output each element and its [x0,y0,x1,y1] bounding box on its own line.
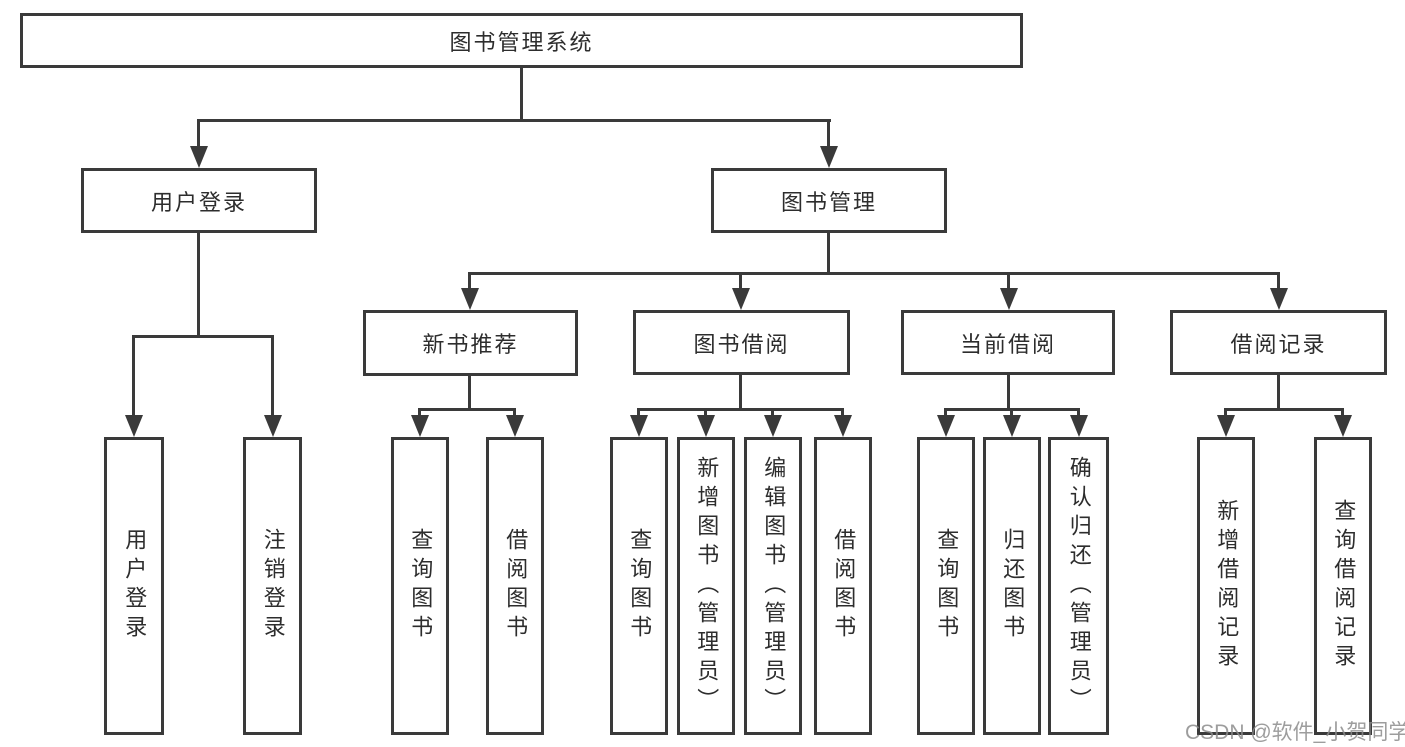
connector-line [520,68,523,121]
node-label: 查询图书 [627,528,653,644]
connector-line [704,408,707,418]
connector-line [197,119,831,122]
node-label: 图书管理 [780,189,877,215]
connector-line [468,272,471,294]
connector-line [418,408,516,411]
arrow-down-icon [937,415,955,437]
node-user-login: 用户登录 [81,168,317,233]
node-book-borrow: 图书借阅 [633,310,850,375]
arrow-down-icon [411,415,429,437]
leaf-add-borrow-record: 新增借阅记录 [1197,437,1255,735]
node-label: 查询图书 [408,528,434,644]
node-label: 查询借阅记录 [1331,499,1357,673]
connector-line [1007,272,1010,294]
node-label: 归还图书 [1000,528,1026,644]
node-new-book-recommend: 新书推荐 [363,310,578,376]
node-label: 新书推荐 [422,332,519,357]
connector-line [132,335,135,419]
connector-line [197,119,200,151]
connector-line [513,408,516,418]
connector-line [827,233,830,275]
node-label: 新增图书（管理员） [694,455,720,717]
node-borrow-records: 借阅记录 [1170,310,1387,375]
arrow-down-icon [190,146,208,168]
connector-line [1077,408,1080,418]
connector-line [418,408,421,418]
arrow-down-icon [820,146,838,168]
arrow-down-icon [264,415,282,437]
node-label: 图书管理系统 [449,29,594,55]
leaf-add-books-admin: 新增图书（管理员） [677,437,735,735]
node-label: 查询图书 [934,528,960,644]
arrow-down-icon [125,415,143,437]
arrow-down-icon [697,415,715,437]
watermark: CSDN @软件_小贺同学 [1185,721,1405,744]
arrow-down-icon [732,288,750,310]
connector-line [739,375,742,411]
node-current-borrow: 当前借阅 [901,310,1115,375]
leaf-borrow-books-recommend: 借阅图书 [486,437,544,735]
node-label: 图书借阅 [693,331,790,357]
arrow-down-icon [1270,288,1288,310]
node-book-management: 图书管理 [711,168,947,233]
arrow-down-icon [1000,288,1018,310]
arrow-down-icon [764,415,782,437]
node-label: 借阅图书 [503,528,529,644]
connector-line [132,335,274,338]
leaf-confirm-return-admin: 确认归还（管理员） [1048,437,1109,735]
connector-line [197,233,200,338]
leaf-query-borrow-record: 查询借阅记录 [1314,437,1372,735]
connector-line [1341,408,1344,418]
leaf-logout: 注销登录 [243,437,302,735]
node-label: 新增借阅记录 [1214,499,1240,673]
connector-line [637,408,640,418]
connector-line [1224,408,1227,418]
connector-line [1277,375,1280,411]
connector-line [739,272,742,294]
leaf-user-login: 用户登录 [104,437,164,735]
connector-line [1224,408,1344,411]
connector-line [944,408,947,418]
arrow-down-icon [1334,415,1352,437]
leaf-edit-books-admin: 编辑图书（管理员） [744,437,802,735]
node-label: 当前借阅 [959,331,1056,357]
arrow-down-icon [1003,415,1021,437]
connector-line [841,408,844,418]
arrow-down-icon [834,415,852,437]
leaf-query-books-recommend: 查询图书 [391,437,449,735]
node-label: 用户登录 [122,528,148,644]
leaf-query-books-borrow: 查询图书 [610,437,668,735]
arrow-down-icon [461,288,479,310]
connector-line [468,272,1280,275]
node-label: 确认归还（管理员） [1066,455,1092,717]
node-label: 借阅记录 [1230,331,1327,357]
arrow-down-icon [1070,415,1088,437]
node-label: 注销登录 [260,528,286,644]
connector-line [827,119,830,151]
connector-line [1277,272,1280,294]
leaf-return-books: 归还图书 [983,437,1041,735]
leaf-borrow-books: 借阅图书 [814,437,872,735]
node-label: 借阅图书 [831,528,857,644]
connector-line [468,375,471,411]
node-label: 编辑图书（管理员） [761,455,787,717]
arrow-down-icon [506,415,524,437]
node-root: 图书管理系统 [20,13,1023,68]
connector-line [1007,375,1010,411]
leaf-query-books-current: 查询图书 [917,437,975,735]
connector-line [1010,408,1013,418]
connector-line [271,335,274,419]
arrow-down-icon [1217,415,1235,437]
connector-line [637,408,844,411]
arrow-down-icon [630,415,648,437]
node-label: 用户登录 [150,189,247,215]
connector-line [771,408,774,418]
